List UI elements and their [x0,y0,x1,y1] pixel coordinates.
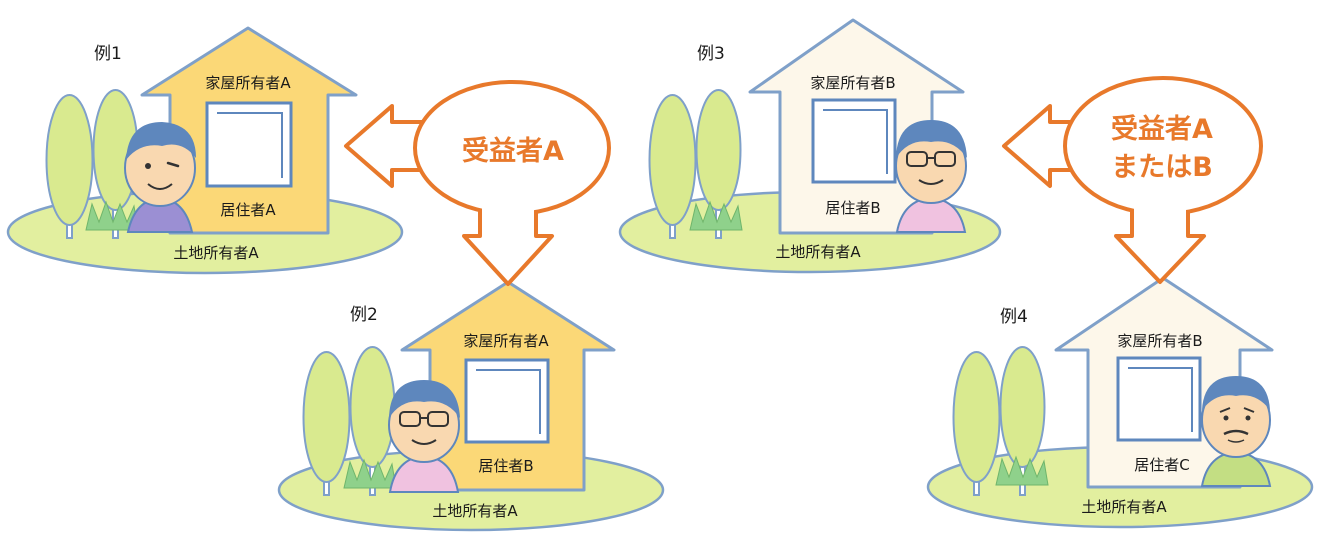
person-b-avatar [895,120,967,233]
example-label: 例1 [94,44,122,64]
example-1: 例1 家屋所有者A 居住者A 土地所有者A [6,26,404,275]
arrow-down [462,205,554,286]
example-4: 例4 家屋所有者B 居住者C 土地所有者A [926,276,1314,529]
house-window [1116,356,1202,442]
house-owner-label: 家屋所有者A [463,332,549,350]
window-frame [1128,367,1193,432]
beneficiary-bubble-1: 受益者A [344,80,611,286]
land-owner-label: 土地所有者A [432,502,518,520]
house-window [811,98,897,184]
house-owner-label: 家屋所有者A [205,74,291,92]
beneficiary-label-line2: またはB [1111,152,1213,183]
land-owner-label: 土地所有者A [775,243,861,261]
example-label: 例2 [350,305,378,325]
resident-label: 居住者B [825,199,880,217]
resident-label: 居住者A [220,201,276,219]
resident-label: 居住者B [478,457,533,475]
house-window [205,101,293,188]
person-c-avatar [1200,376,1272,487]
window-frame [823,109,888,174]
example-2: 例2 家屋所有者A 居住者B 土地所有者A [277,280,665,532]
person-a-avatar [124,122,196,233]
example-label: 例4 [1000,307,1028,327]
arrow-left [344,104,440,188]
arrow-down [1114,205,1206,284]
house-owner-label: 家屋所有者B [810,74,895,92]
land-owner-label: 土地所有者A [173,244,259,262]
beneficiary-bubble-2: 受益者A またはB [1002,76,1263,284]
resident-label: 居住者C [1134,456,1189,474]
example-label: 例3 [697,44,725,64]
person-b-avatar [388,380,460,493]
house-owner-label: 家屋所有者B [1117,332,1202,350]
window-frame [476,369,541,434]
beneficiary-label: 受益者A [462,135,564,167]
house-window [464,358,550,444]
land-owner-label: 土地所有者A [1081,498,1167,516]
example-3: 例3 家屋所有者B 居住者B 土地所有者A [618,18,1002,274]
beneficiary-label-line1: 受益者A [1111,113,1213,145]
window-frame [217,112,283,178]
